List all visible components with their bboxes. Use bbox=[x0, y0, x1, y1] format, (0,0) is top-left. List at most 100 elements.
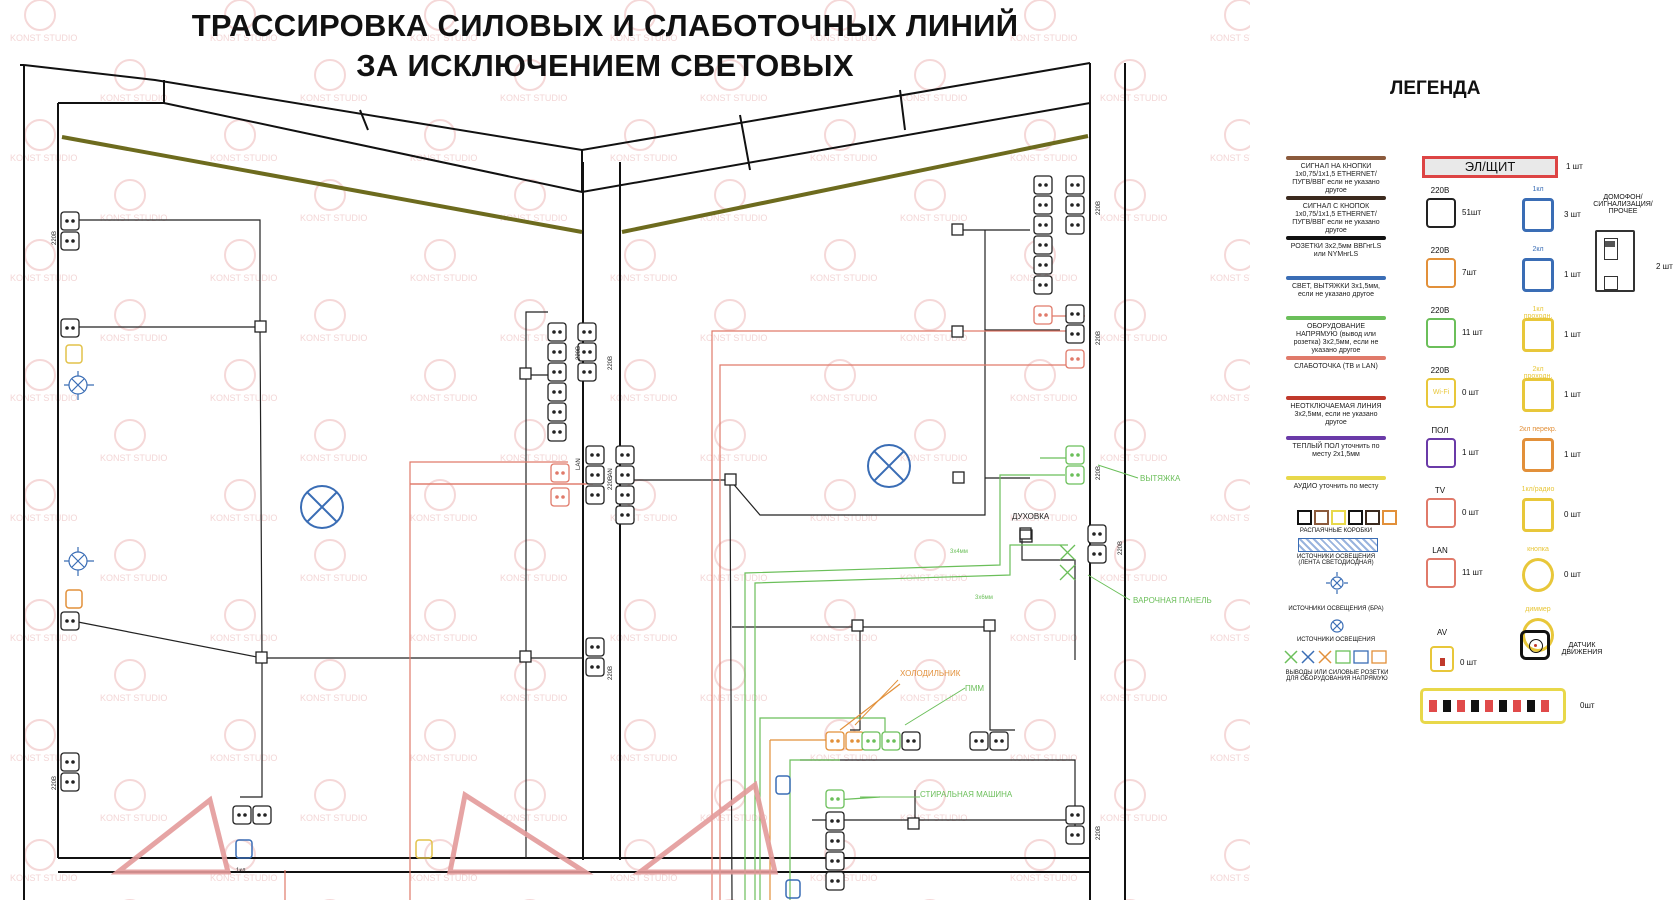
svg-text:KONST STUDIO: KONST STUDIO bbox=[610, 393, 677, 403]
cable-label-2: 3х6мм bbox=[975, 595, 993, 601]
svg-text:KONST STUDIO: KONST STUDIO bbox=[900, 813, 967, 823]
legend-line-swatch bbox=[1286, 156, 1386, 160]
legend-line-item: СИГНАЛ С КНОПОК 1х0,75/1х1,5 ETHERNET/ПУ… bbox=[1286, 196, 1386, 235]
svg-text:KONST STUDIO: KONST STUDIO bbox=[210, 633, 277, 643]
washer-label: СТИРАЛЬНАЯ МАШИНА bbox=[920, 790, 1013, 799]
legend-line-item: ТЕПЛЫЙ ПОЛ уточнить по месту 2х1,5мм bbox=[1286, 436, 1386, 459]
svg-text:KONST STUDIO: KONST STUDIO bbox=[900, 213, 967, 223]
legend-line-label: СЛАБОТОЧКА (ТВ и LAN) bbox=[1294, 363, 1378, 370]
legend-socket-count: 0 шт bbox=[1462, 388, 1479, 397]
socket bbox=[1087, 544, 1107, 564]
legend-boxes bbox=[1297, 510, 1397, 530]
legend-switch-label: 2кл перекр. bbox=[1519, 426, 1557, 433]
legend-socket-icon bbox=[1426, 498, 1456, 528]
switch-label: 1кл bbox=[236, 868, 246, 874]
socket bbox=[845, 731, 865, 751]
svg-text:KONST STUDIO: KONST STUDIO bbox=[410, 393, 477, 403]
legend-switch-label: 2кл bbox=[1532, 246, 1544, 253]
legend-line-label: ОБОРУДОВАНИЕ НАПРЯМУЮ (вывод или розетка… bbox=[1293, 323, 1379, 354]
legend-switch-count: 1 шт bbox=[1564, 270, 1581, 279]
socket-groups: 220В220В220В220В220В220В220В220В220В220В… bbox=[52, 175, 1124, 891]
svg-text:KONST STUDIO: KONST STUDIO bbox=[1010, 153, 1077, 163]
svg-text:KONST STUDIO: KONST STUDIO bbox=[610, 33, 677, 43]
intercom-count: 2 шт bbox=[1656, 262, 1673, 271]
legend-socket-icon: Wi-Fi bbox=[1426, 378, 1456, 408]
page-title: ТРАССИРОВКА СИЛОВЫХ И СЛАБОТОЧНЫХ ЛИНИЙ … bbox=[130, 6, 1080, 86]
socket bbox=[60, 211, 80, 231]
svg-text:KONST STUDIO: KONST STUDIO bbox=[1010, 873, 1077, 883]
svg-text:KONST STUDIO: KONST STUDIO bbox=[1100, 573, 1167, 583]
socket bbox=[1033, 175, 1053, 195]
legend-line-swatch bbox=[1286, 436, 1386, 440]
floor-plan: KONST STUDIO KONST STUDIO KONST STUDIO KONS… bbox=[10, 0, 1250, 900]
socket bbox=[861, 731, 881, 751]
svg-text:KONST STUDIO: KONST STUDIO bbox=[1100, 453, 1167, 463]
legend-switch-count: 3 шт bbox=[1564, 210, 1581, 219]
svg-text:KONST STUDIO: KONST STUDIO bbox=[1210, 393, 1250, 403]
legend-socket-count: 11 шт bbox=[1462, 328, 1483, 337]
svg-text:KONST STUDIO: KONST STUDIO bbox=[1210, 633, 1250, 643]
socket bbox=[1065, 465, 1085, 485]
hob-label: ВАРОЧНАЯ ПАНЕЛЬ bbox=[1133, 596, 1212, 605]
svg-text:KONST STUDIO: KONST STUDIO bbox=[810, 393, 877, 403]
svg-text:KONST STUDIO: KONST STUDIO bbox=[1210, 153, 1250, 163]
svg-text:KONST STUDIO: KONST STUDIO bbox=[900, 333, 967, 343]
svg-text:KONST STUDIO: KONST STUDIO bbox=[100, 93, 167, 103]
legend-switch-label: 2кл проходн. bbox=[1523, 366, 1553, 380]
legend-line-label: РОЗЕТКИ 3х2,5мм ВВГнгLS или NYMнгLS bbox=[1290, 243, 1382, 258]
svg-text:KONST STUDIO: KONST STUDIO bbox=[700, 333, 767, 343]
legend-socket-label: 220В bbox=[1430, 186, 1450, 195]
legend-socket-count: 11 шт bbox=[1462, 568, 1483, 577]
switches bbox=[65, 344, 801, 899]
svg-text:KONST STUDIO: KONST STUDIO bbox=[1100, 693, 1167, 703]
socket bbox=[825, 871, 845, 891]
svg-text:KONST STUDIO: KONST STUDIO bbox=[300, 693, 367, 703]
svg-text:KONST STUDIO: KONST STUDIO bbox=[210, 153, 277, 163]
legend-switch-label: 1кл проходн. bbox=[1523, 306, 1553, 320]
svg-text:KONST STUDIO: KONST STUDIO bbox=[1010, 753, 1077, 763]
socket bbox=[577, 322, 597, 342]
legend-switch-count: 0 шт bbox=[1564, 510, 1581, 519]
socket bbox=[825, 831, 845, 851]
socket bbox=[585, 465, 605, 485]
socket-label: 220В bbox=[1096, 201, 1102, 215]
socket bbox=[1065, 304, 1085, 324]
svg-text:KONST STUDIO: KONST STUDIO bbox=[1210, 753, 1250, 763]
legend-line-swatch bbox=[1286, 276, 1386, 280]
socket bbox=[60, 231, 80, 251]
svg-text:KONST STUDIO: KONST STUDIO bbox=[500, 693, 567, 703]
legend-switch-label: 1кл bbox=[1532, 186, 1544, 193]
socket bbox=[547, 422, 567, 442]
lamps bbox=[64, 371, 911, 576]
socket bbox=[1033, 305, 1053, 325]
svg-text:KONST STUDIO: KONST STUDIO bbox=[300, 333, 367, 343]
dishwasher-arrow bbox=[904, 687, 966, 726]
legend-socket-icon bbox=[1426, 198, 1456, 228]
svg-text:KONST STUDIO: KONST STUDIO bbox=[700, 693, 767, 703]
cable-label-1: 3х4мм bbox=[950, 549, 968, 555]
socket bbox=[577, 342, 597, 362]
motion-sensor-label: ДАТЧИК ДВИЖЕНИЯ bbox=[1561, 642, 1603, 656]
svg-text:KONST STUDIO: KONST STUDIO bbox=[900, 453, 967, 463]
svg-text:KONST STUDIO: KONST STUDIO bbox=[500, 573, 567, 583]
lamp-icon bbox=[1330, 619, 1344, 633]
socket-block-icon bbox=[1420, 688, 1566, 724]
legend-line-label: ТЕПЛЫЙ ПОЛ уточнить по месту 2х1,5мм bbox=[1292, 443, 1380, 458]
legend-socket-icon bbox=[1426, 318, 1456, 348]
legend-line-swatch bbox=[1286, 236, 1386, 240]
svg-text:KONST STUDIO: KONST STUDIO bbox=[410, 873, 477, 883]
legend-switch-icon bbox=[1522, 378, 1554, 412]
socket bbox=[1033, 215, 1053, 235]
socket bbox=[547, 382, 567, 402]
socket bbox=[1065, 175, 1085, 195]
socket bbox=[989, 731, 1009, 751]
socket-label: LAN bbox=[576, 458, 582, 470]
bra-icon bbox=[1326, 572, 1348, 594]
svg-text:KONST STUDIO: KONST STUDIO bbox=[1010, 513, 1077, 523]
title-line-1: ТРАССИРОВКА СИЛОВЫХ И СЛАБОТОЧНЫХ ЛИНИЙ bbox=[191, 8, 1019, 43]
legend-switch-count: 1 шт bbox=[1564, 390, 1581, 399]
svg-text:KONST STUDIO: KONST STUDIO bbox=[1210, 273, 1250, 283]
legend-switch-icon bbox=[1522, 258, 1554, 292]
socket-label: 220В bbox=[52, 776, 58, 790]
svg-text:KONST STUDIO: KONST STUDIO bbox=[700, 453, 767, 463]
